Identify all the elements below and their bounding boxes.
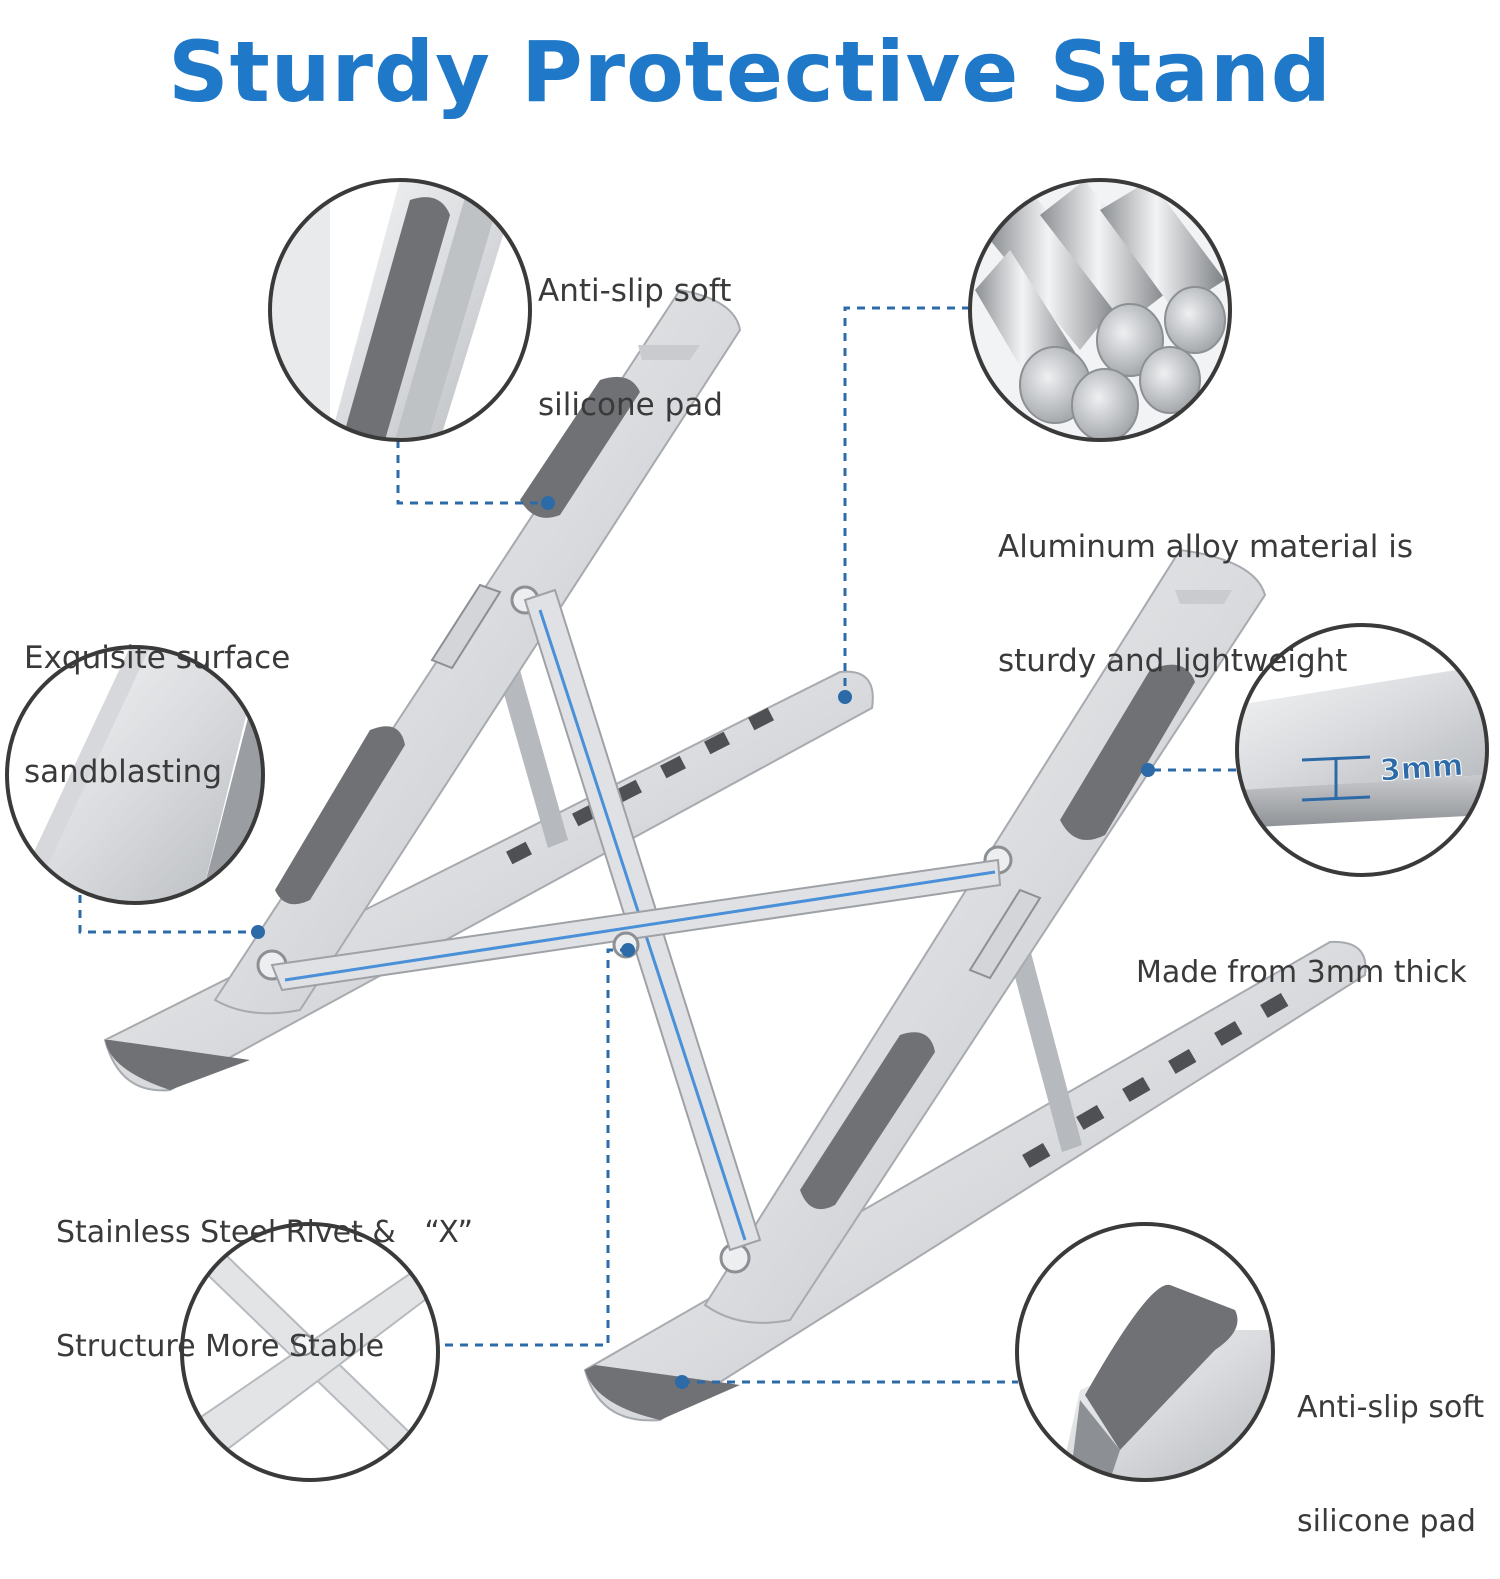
leader-dots <box>251 496 1155 1389</box>
callout-sandblasting-line1: Exquisite surface <box>24 640 291 676</box>
callout-aluminum-line1: Aluminum alloy material is <box>998 529 1414 565</box>
callout-sandblasting: Exquisite surface sandblasting <box>24 563 290 829</box>
page-title: Sturdy Protective Stand <box>168 23 1332 121</box>
callout-rivet-line2: Structure More Stable <box>56 1329 385 1364</box>
callout-sandblasting-line2: sandblasting <box>24 754 223 790</box>
detail-circle-pad-bottom <box>1015 1222 1275 1482</box>
callout-rivet-line1: Stainless Steel Rivet & “X” <box>56 1215 474 1250</box>
leader-lines <box>78 306 1236 1384</box>
callout-pad-bottom: Anti-slip soft silicone pad <box>1297 1313 1484 1579</box>
front-stand <box>583 548 1367 1422</box>
x-structure <box>270 588 1002 1252</box>
callout-rivet: Stainless Steel Rivet & “X” Structure Mo… <box>56 1138 473 1404</box>
detail-circle-thickness: 3mm <box>1235 623 1489 877</box>
base-slots <box>1022 992 1289 1168</box>
callout-thickness: Made from 3mm thick <box>1136 878 1467 1030</box>
product-illustration: 3mm <box>5 178 1489 1482</box>
callout-pad-top-line1: Anti-slip soft <box>538 273 732 309</box>
callout-pad-top-line2: silicone pad <box>538 387 723 423</box>
callout-aluminum-line2: sturdy and lightweight <box>998 643 1348 679</box>
detail-circle-rivet <box>180 1222 440 1482</box>
aluminum-rods <box>975 180 1226 440</box>
callout-aluminum: Aluminum alloy material is sturdy and li… <box>998 452 1413 718</box>
detail-circle-aluminum <box>968 178 1232 442</box>
callout-thickness-line1: Made from 3mm thick <box>1136 955 1467 990</box>
dimension-label: 3mm <box>1379 748 1465 789</box>
callout-pad-top: Anti-slip soft silicone pad <box>538 196 731 462</box>
callout-pad-bottom-line1: Anti-slip soft <box>1297 1390 1485 1425</box>
detail-circle-pad-top <box>268 178 532 442</box>
base-slots <box>506 707 774 865</box>
detail-circle-surface <box>5 645 265 905</box>
callout-pad-bottom-line2: silicone pad <box>1297 1504 1476 1539</box>
